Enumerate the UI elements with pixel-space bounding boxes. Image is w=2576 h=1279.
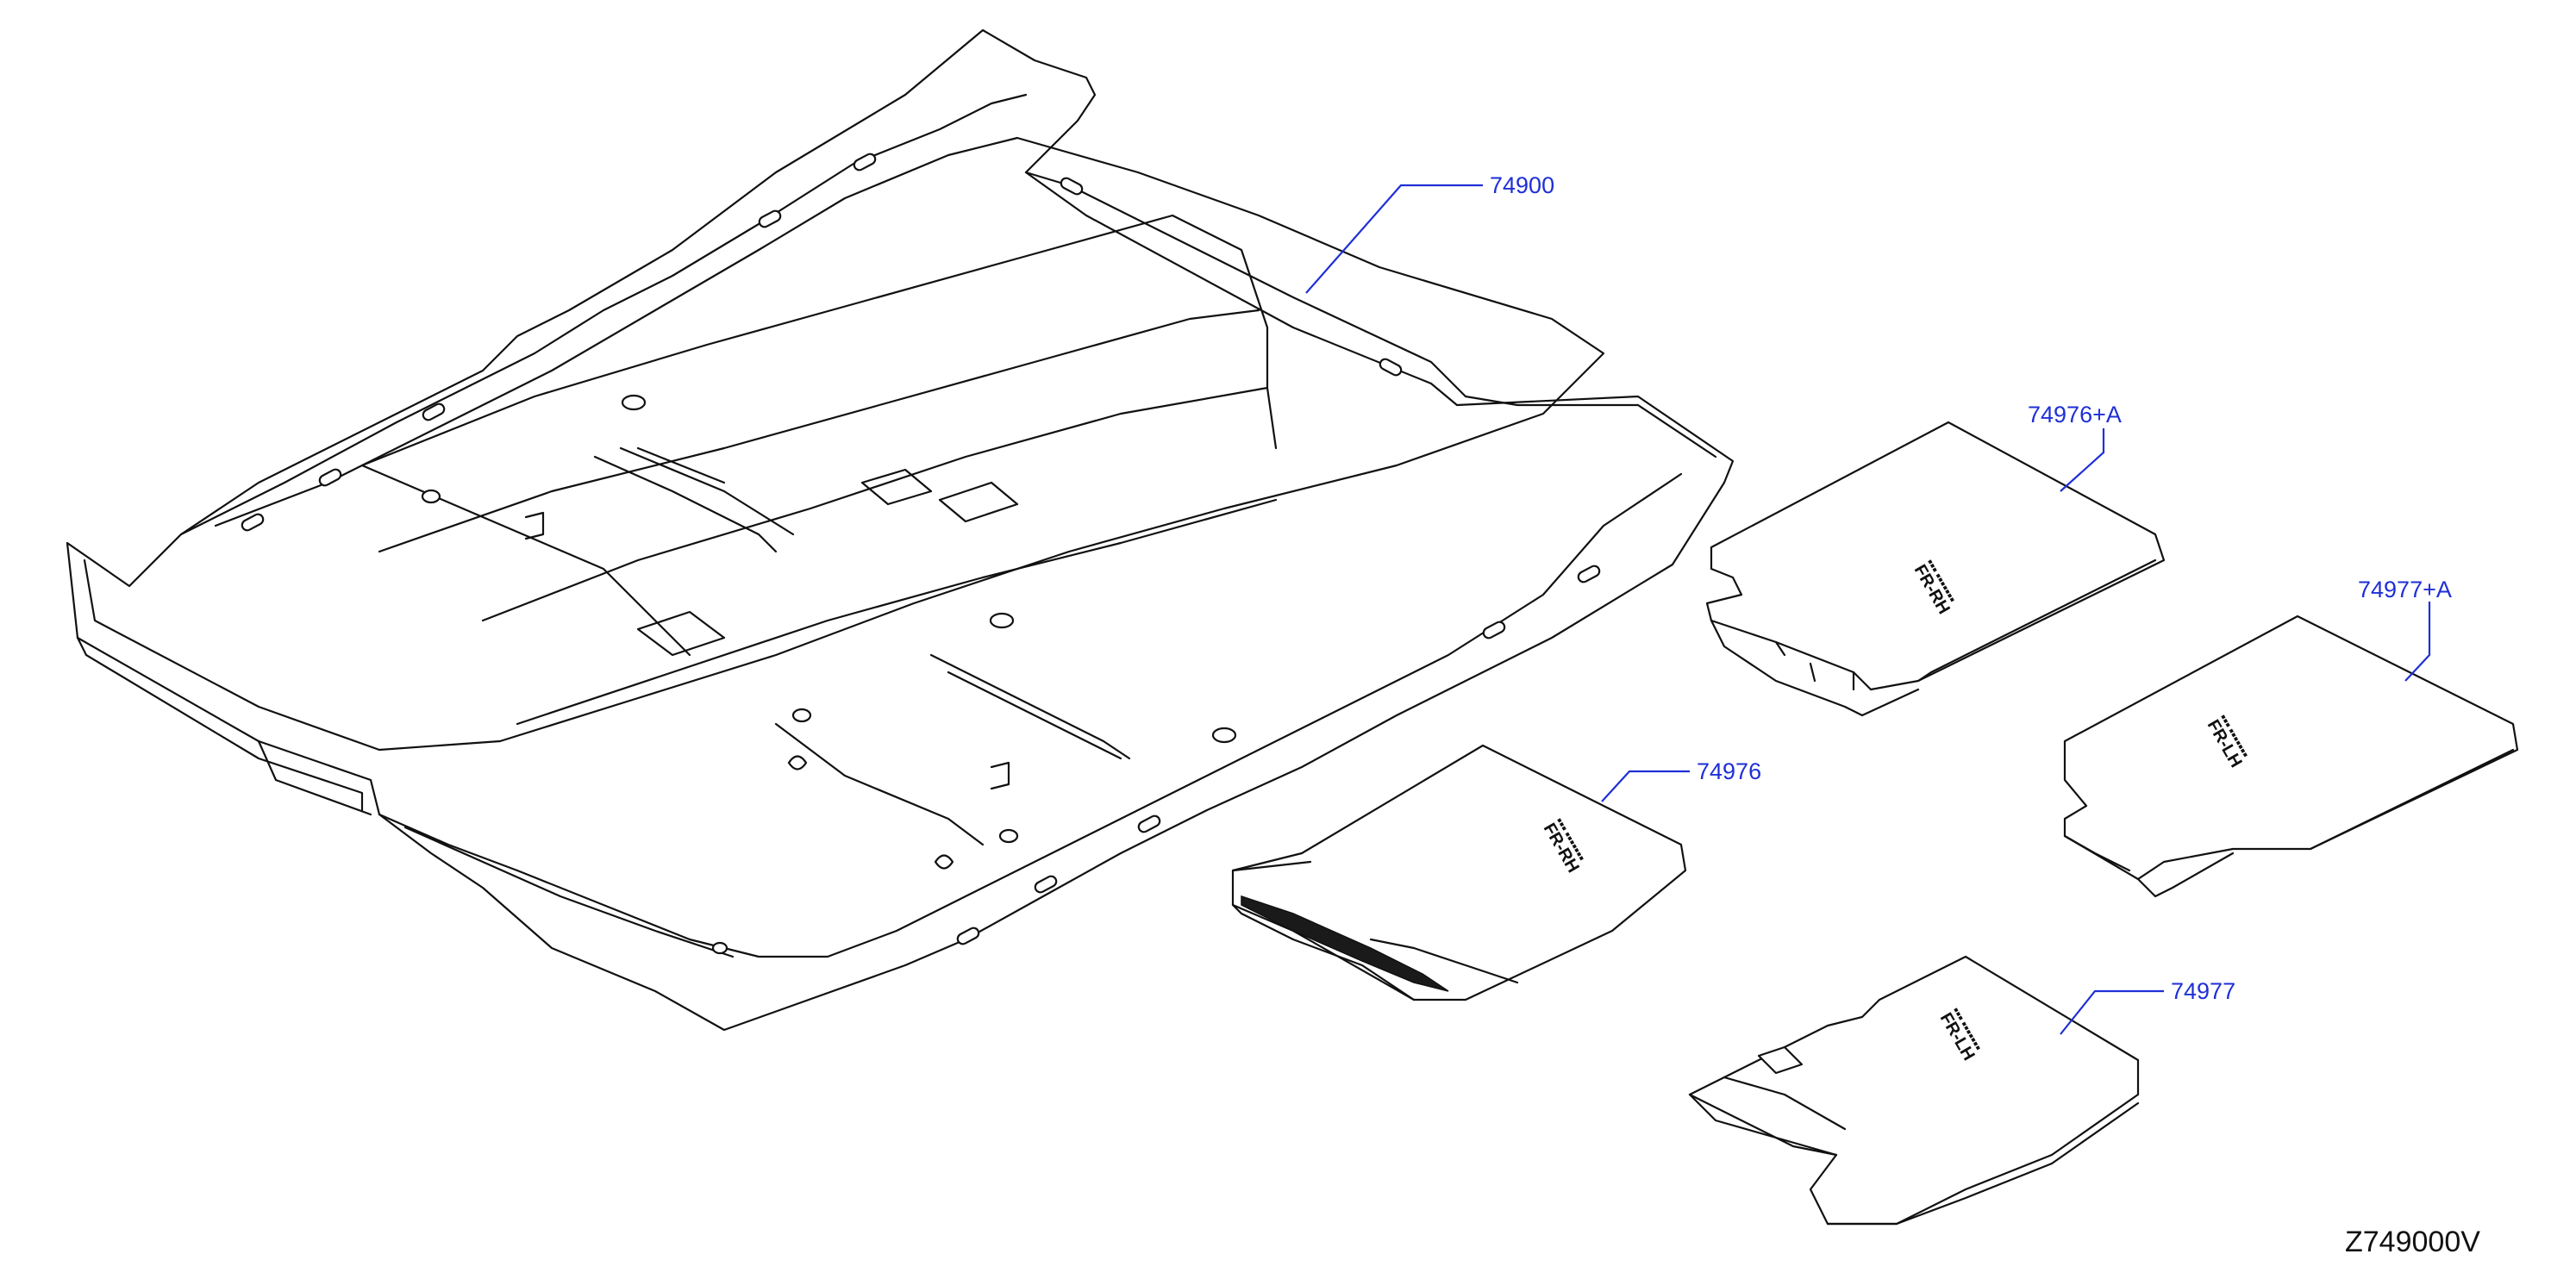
- callout-label: 74977: [2171, 978, 2235, 1004]
- callout-74977: 74977: [2060, 978, 2235, 1035]
- carpet-clip-slots: [241, 153, 1601, 955]
- mat-fr-lh-a-drawing: FR-LH ■■■ ■■■■■■■: [2063, 615, 2519, 898]
- leader-line: [1305, 184, 1483, 294]
- callout-label: 74976: [1697, 758, 1761, 784]
- leader-line: [2060, 428, 2105, 492]
- mat-fr-lh-drawing: FR-LH ■■■ ■■■■■■■: [1688, 955, 2140, 1226]
- callout-74977-a: 74977+A: [2358, 577, 2452, 682]
- leader-line: [1601, 770, 1690, 802]
- diagram-id: Z749000V: [2345, 1226, 2480, 1258]
- mat-fr-rh-a-drawing: FR-RH ■■■ ■■■■■■■: [1705, 421, 2166, 717]
- callout-74976-a: 74976+A: [2028, 402, 2122, 492]
- callout-label: 74976+A: [2028, 402, 2122, 427]
- leader-line: [2060, 989, 2164, 1035]
- mat-fr-rh-drawing: FR-RH ■■■ ■■■■■■■: [1231, 744, 1687, 1001]
- callout-label: 74977+A: [2358, 577, 2452, 602]
- leader-line: [2404, 602, 2431, 682]
- callout-74900: 74900: [1305, 172, 1554, 294]
- callout-label: 74900: [1490, 172, 1554, 198]
- floor-carpet-drawing: [66, 28, 1735, 1032]
- callout-74976: 74976: [1601, 758, 1761, 802]
